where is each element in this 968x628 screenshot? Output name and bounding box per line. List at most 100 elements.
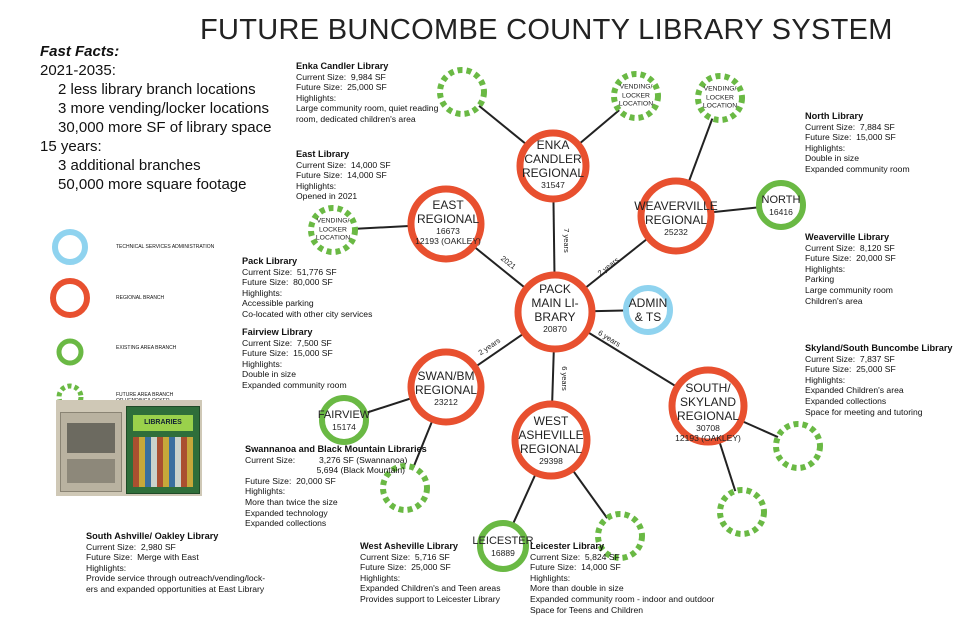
label-admin-1: ADMIN	[628, 296, 668, 310]
fast-facts-heading: Fast Facts:	[40, 43, 120, 60]
node-future-south-1	[773, 421, 823, 471]
info-line: Future Size: 80,000 SF	[242, 277, 333, 288]
kiosk-sign: LIBRARIES	[133, 415, 193, 431]
label-fairview: FAIRVIEW 15174	[318, 408, 370, 432]
label-vending-weav-3: LOCATION	[702, 102, 738, 110]
node-weaverville	[637, 177, 715, 255]
info-line: Highlights:	[242, 287, 283, 298]
label-south-n2: 12193 (Oakley)	[675, 433, 741, 443]
info-line: Highlights:	[360, 572, 401, 583]
node-fairview	[319, 395, 369, 445]
node-vending-weaverville	[695, 73, 745, 123]
info-line: Expanded community room	[805, 163, 910, 174]
label-pack-1: PACK	[539, 282, 571, 296]
info-title: East Library	[296, 149, 350, 159]
label-east: EAST REGIONAL 16673 12193 (Oakley)	[415, 198, 481, 246]
info-line: Current Size: 7,500 SF	[242, 337, 332, 348]
label-west: WEST ASHEVILLE REGIONAL 29398	[518, 414, 583, 466]
label-swan: SWAN/BM REGIONAL 23212	[415, 369, 477, 407]
info-line: Future Size: 14,000 SF	[296, 170, 387, 181]
label-enka-n: 31547	[541, 180, 565, 190]
info-line: Current Size: 2,980 SF	[86, 541, 176, 552]
label-south-n1: 30708	[696, 423, 720, 433]
info-title: Pack Library	[242, 256, 298, 266]
info-line: Co-located with other city services	[242, 308, 373, 319]
node-admin	[623, 285, 673, 335]
label-swan-2: REGIONAL	[414, 383, 478, 397]
fast-fact-line: 50,000 more square footage	[58, 176, 247, 193]
label-swan-n: 23212	[434, 397, 458, 407]
node-future-west	[595, 511, 645, 561]
info-line: Future Size: 20,000 SF	[245, 475, 336, 486]
fast-facts: Fast Facts: 2021-2035:2 less library bra…	[40, 42, 271, 194]
info-line: Current Size: 7,837 SF	[805, 353, 895, 364]
info-title: Weaverville Library	[805, 232, 890, 242]
fast-fact-line: 2 less library branch locations	[58, 81, 256, 98]
edge-label-west: 6 years	[559, 366, 569, 391]
fast-fact-line: 30,000 more SF of library space	[58, 119, 272, 136]
node-pack	[514, 271, 596, 353]
info-line: Expanded Children's and Teen areas	[360, 583, 501, 594]
label-leicester: LEICESTER 16889	[472, 534, 533, 558]
info-title: Enka Candler Library	[296, 61, 389, 71]
info-line: Space for meeting and tutoring	[805, 406, 923, 417]
label-enka-2: CANDLER	[524, 152, 582, 166]
label-fairview-1: FAIRVIEW	[317, 409, 371, 421]
node-south	[668, 366, 748, 446]
info-line: Highlights:	[242, 358, 283, 369]
node-vending-east	[308, 205, 358, 255]
info-line: Accessible parking	[242, 298, 314, 309]
page-title: FUTURE BUNCOMBE COUNTY LIBRARY SYSTEM	[200, 14, 893, 46]
info-line: Double in size	[805, 153, 859, 164]
info-line: Current Size: 5,824 SF	[530, 551, 620, 562]
info-line: Future Size: 14,000 SF	[530, 562, 621, 573]
fast-fact-line: 3 additional branches	[58, 157, 201, 174]
label-admin-2: & TS	[634, 310, 662, 324]
info-title: Leicester Library	[530, 541, 605, 551]
info-line: Future Size: 15,000 SF	[242, 348, 333, 359]
info-line: Expanded collections	[805, 395, 887, 406]
info-line: Highlights:	[805, 263, 846, 274]
info-line: Future Size: 25,000 SF	[805, 364, 896, 375]
info-title: North Library	[805, 111, 864, 121]
info-line: 5,694 (Black Mountain)	[245, 465, 405, 476]
info-line: Large community room, quiet reading	[296, 103, 439, 114]
label-east-1: EAST	[432, 198, 464, 212]
info-line: Expanded Children's area	[805, 385, 904, 396]
info-line: Current Size: 8,120 SF	[805, 242, 895, 253]
label-enka: ENKA CANDLER REGIONAL 31547	[522, 138, 584, 190]
label-east-n1: 16673	[436, 226, 460, 236]
label-leicester-1: LEICESTER	[472, 535, 534, 547]
info-line: Space for Teens and Children	[530, 604, 644, 615]
info-line: room, dedicated children's area	[296, 113, 416, 124]
label-vending-enka-3: LOCATION	[618, 100, 654, 108]
node-future-south-2	[717, 487, 767, 537]
label-north-1: NORTH	[761, 194, 801, 206]
label-pack-2: MAIN LI-	[531, 296, 579, 310]
label-weaverville: WEAVERVILLE REGIONAL 25232	[634, 199, 718, 237]
label-leicester-n: 16889	[491, 548, 515, 558]
legend-technical-icon	[52, 229, 88, 265]
label-fairview-n: 15174	[332, 422, 356, 432]
info-line: Current Size: 5,716 SF	[360, 551, 450, 562]
fast-fact-line: 3 more vending/locker locations	[58, 100, 269, 117]
info-line: Current Size: 14,000 SF	[296, 159, 391, 170]
node-swan	[407, 348, 485, 426]
label-weaverville-n: 25232	[664, 227, 688, 237]
label-weaverville-2: REGIONAL	[644, 213, 707, 227]
label-vending-weav-1: VENDING/	[703, 85, 737, 93]
label-east-n2: 12193 (Oakley)	[415, 236, 481, 246]
info-line: Highlights:	[805, 142, 846, 153]
legend-regional-icon	[50, 278, 90, 318]
legend-existing-label: EXISTING AREA BRANCH	[116, 345, 177, 351]
label-admin: ADMIN & TS	[629, 296, 668, 324]
legend-existing-icon	[56, 338, 84, 366]
label-vending-east-3: LOCATION	[315, 234, 351, 242]
